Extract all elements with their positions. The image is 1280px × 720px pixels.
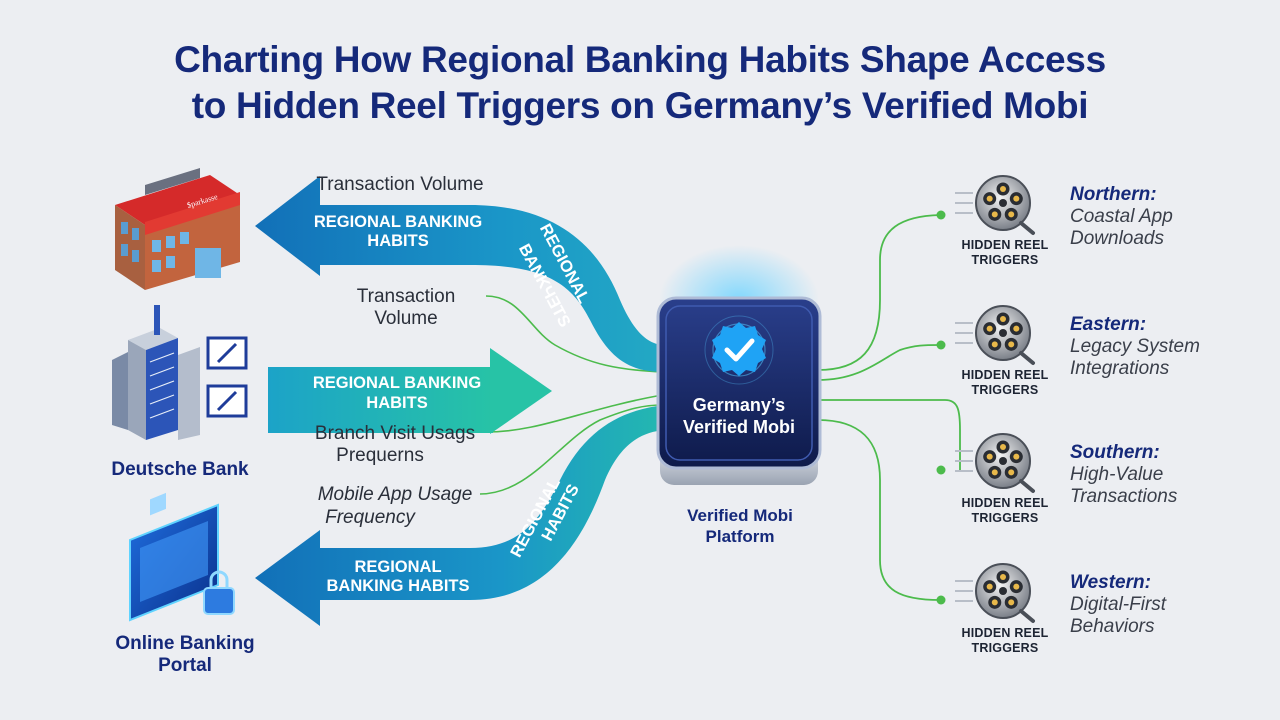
region-name: Eastern: — [1070, 314, 1147, 335]
diagram-title-line2: to Hidden Reel Triggers on Germany’s Ver… — [191, 85, 1089, 126]
film-reel-icon — [955, 433, 1035, 493]
label-transaction-volume-mid-line2: Volume — [374, 308, 438, 329]
reel-tag-line1: HIDDEN REEL — [961, 368, 1049, 382]
region-description-line1: High-Value — [1070, 464, 1164, 485]
reel-tag-line2: TRIGGERS — [971, 383, 1039, 397]
platform-title-line1: Germany’s — [692, 395, 786, 415]
label-line-mobile — [479, 404, 663, 495]
film-reel-icon — [955, 563, 1035, 623]
diagram-title-line1: Charting How Regional Banking Habits Sha… — [174, 39, 1106, 80]
arrow2-text-line2: HABITS — [366, 394, 427, 412]
arrow-regional-middle — [268, 348, 552, 434]
source-name-online-banking-line1: Online Banking — [115, 633, 255, 654]
reel-tag-line1: HIDDEN REEL — [961, 496, 1049, 510]
deutsche-bank-logo-icon — [206, 336, 248, 418]
reel-tag-line2: TRIGGERS — [971, 641, 1039, 655]
label-branch-visit-line2: Prequerns — [336, 445, 424, 466]
label-line-transaction — [485, 295, 663, 373]
region-name: Southern: — [1070, 442, 1160, 463]
platform-caption-line2: Platform — [705, 527, 775, 546]
label-transaction-volume-mid-line1: Transaction — [356, 286, 456, 307]
connector-dot — [936, 210, 946, 220]
region-description-line2: Transactions — [1070, 486, 1178, 507]
region-name: Northern: — [1070, 184, 1157, 205]
arrow2-text-line1: REGIONAL BANKING — [313, 374, 481, 392]
source-name-online-banking-line2: Portal — [158, 655, 212, 676]
connector-dot — [936, 465, 946, 475]
arrow3-text-line2: BANKING HABITS — [327, 577, 470, 595]
arrow1-text-line1: REGIONAL BANKING — [314, 213, 482, 231]
film-reel-icon — [955, 175, 1035, 235]
reel-tag-line2: TRIGGERS — [971, 511, 1039, 525]
film-reel-icon — [955, 305, 1035, 365]
laptop-lock-icon — [129, 492, 235, 622]
reel-tag-line1: HIDDEN REEL — [961, 626, 1049, 640]
label-mobile-usage-line2: Frequency — [325, 507, 415, 528]
label-mobile-usage-line1: Mobile App Usage — [317, 484, 473, 505]
verified-check-badge-icon — [704, 315, 774, 385]
label-transaction-volume-top: Transaction Volume — [316, 174, 484, 195]
verified-platform-device — [656, 245, 822, 485]
arrow3-text-line1: REGIONAL — [354, 558, 441, 576]
arrow-regional-top — [255, 176, 665, 372]
region-description-line1: Legacy System — [1070, 336, 1200, 357]
connector-western — [817, 419, 941, 601]
region-name: Western: — [1070, 572, 1151, 593]
source-name-deutsche-bank: Deutsche Bank — [111, 459, 249, 480]
connector-lines — [817, 214, 961, 601]
connector-eastern — [817, 344, 941, 381]
arrow-regional-bottom — [255, 405, 665, 626]
region-description-line1: Digital-First — [1070, 594, 1167, 615]
label-line-branch — [485, 394, 663, 433]
region-description-line2: Behaviors — [1070, 616, 1155, 637]
region-description-line1: Coastal App — [1070, 206, 1173, 227]
platform-caption-line1: Verified Mobi — [687, 506, 793, 525]
connector-dots — [936, 210, 946, 605]
label-branch-visit-line1: Branch Visit Usags — [314, 423, 476, 444]
connector-southern — [818, 399, 961, 470]
arrow1-text-line2: HABITS — [367, 232, 428, 250]
bank-building-icon: $parkasse — [115, 168, 240, 290]
connector-northern — [817, 214, 941, 371]
connector-dot — [936, 340, 946, 350]
connector-dot — [936, 595, 946, 605]
region-description-line2: Downloads — [1070, 228, 1164, 249]
reel-tag-line1: HIDDEN REEL — [961, 238, 1049, 252]
reel-tag-line2: TRIGGERS — [971, 253, 1039, 267]
label-lines — [479, 295, 663, 495]
platform-title-line2: Verified Mobi — [682, 417, 796, 437]
region-description-line2: Integrations — [1070, 358, 1170, 379]
office-tower-icon — [112, 305, 200, 440]
